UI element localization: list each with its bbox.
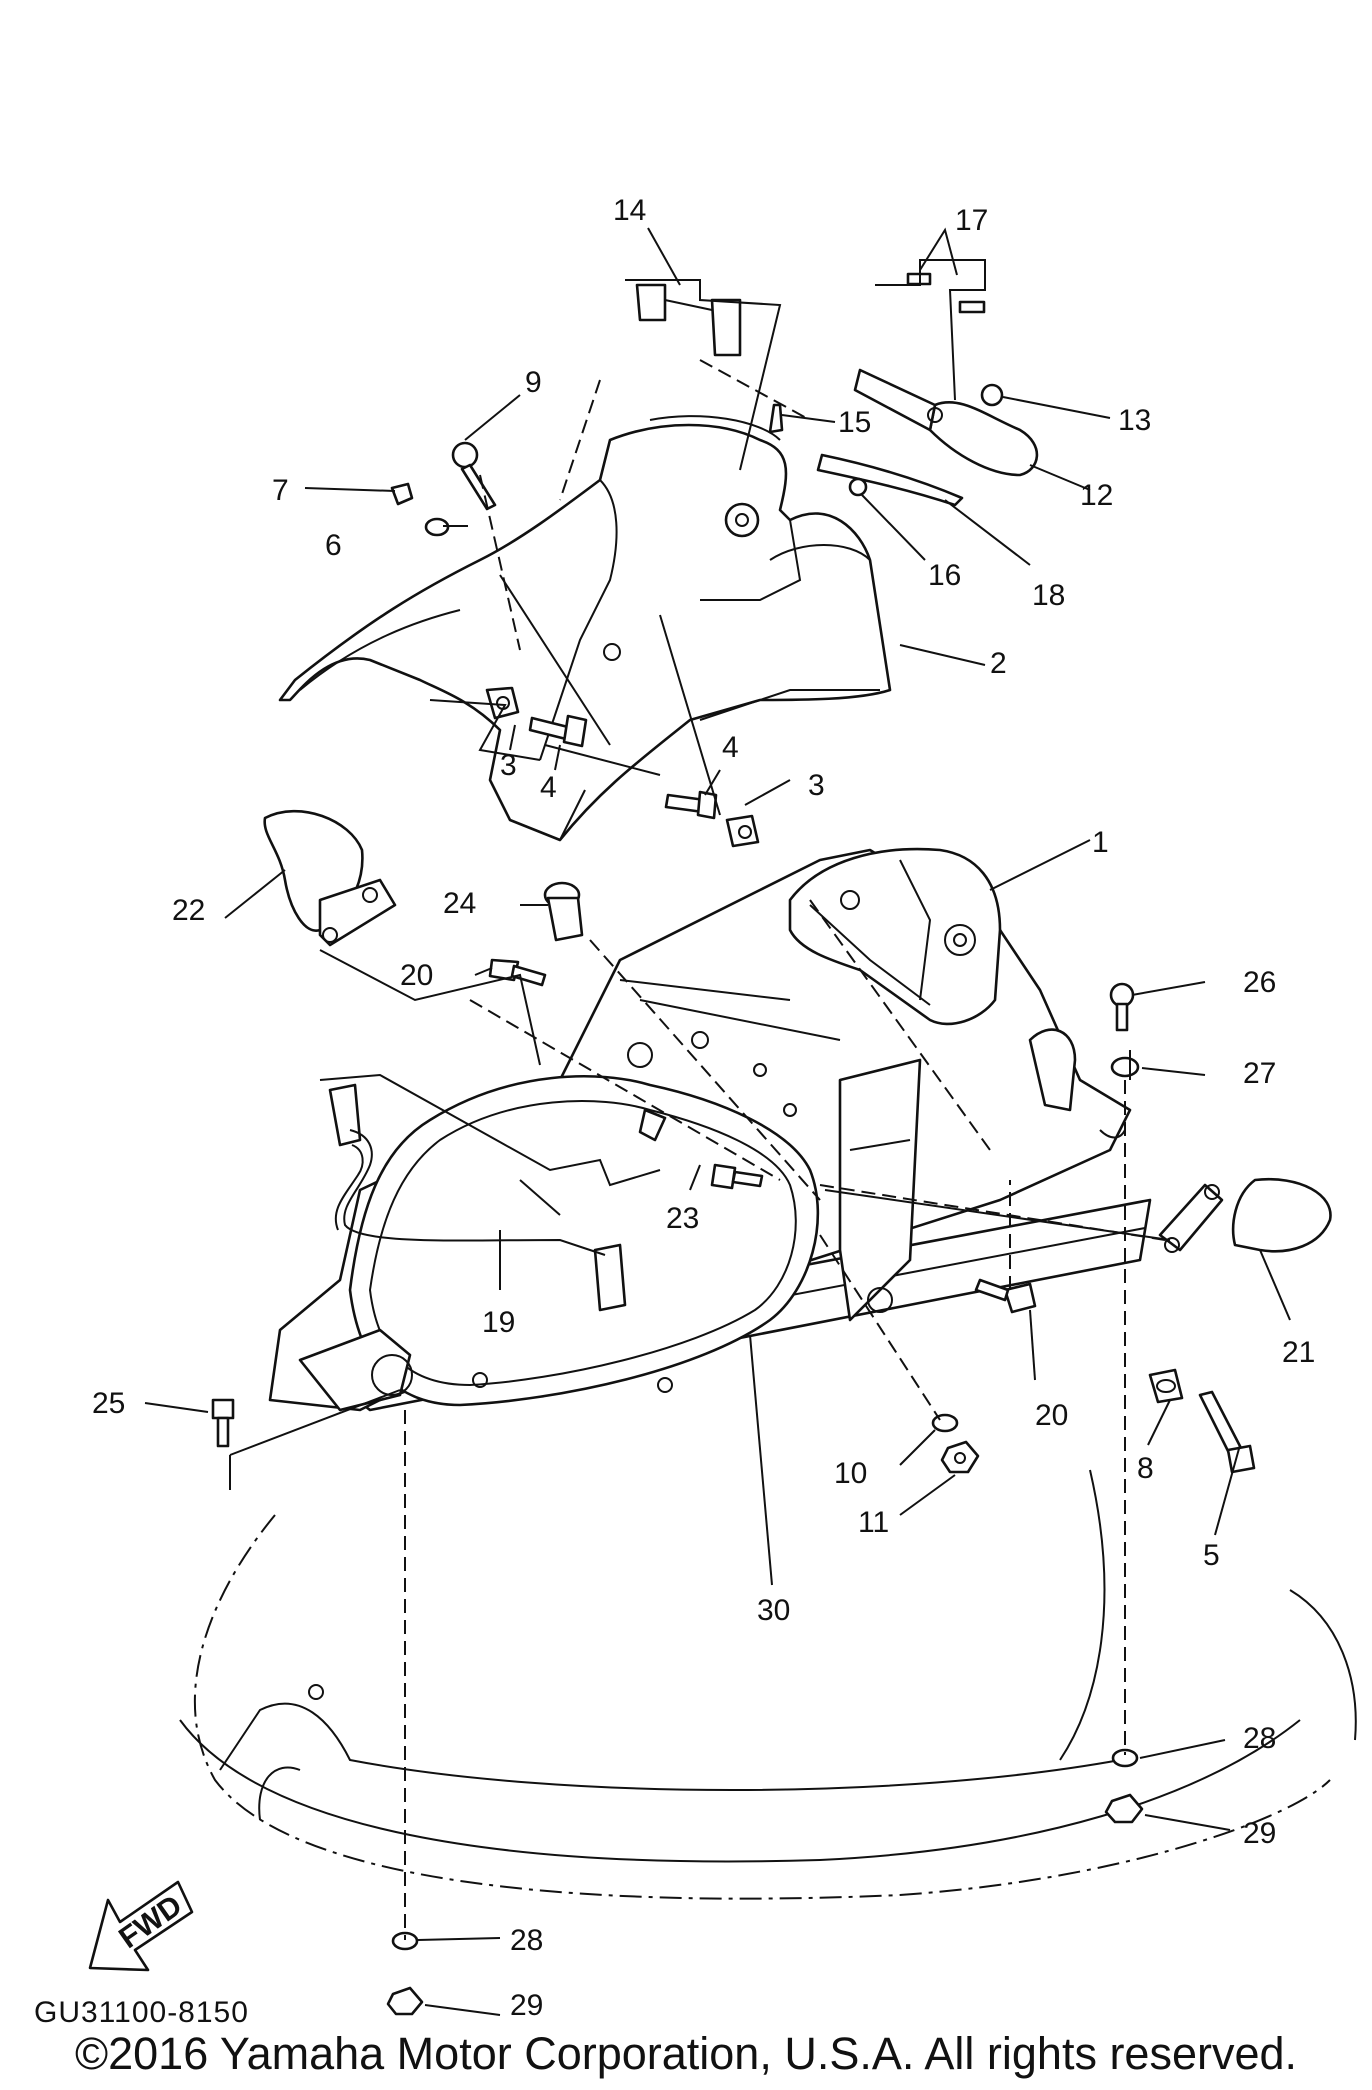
hull-outline: [179, 1469, 1357, 1900]
callout-12: 12: [1080, 479, 1113, 512]
exploded-parts-diagram: FWD 1 2 3 3 4 4 5 6 7 8 9 10 11 12 13 14…: [88, 194, 1357, 2022]
copyright-notice: ©2016 Yamaha Motor Corporation, U.S.A. A…: [74, 2028, 1298, 2079]
callout-4a: 4: [540, 771, 557, 804]
part-11-nut: [940, 1440, 980, 1474]
part-1-deck: [268, 847, 1132, 1412]
leader-lines: [144, 227, 1291, 2016]
callout-24: 24: [443, 887, 476, 920]
part-29-nut-left: [386, 1986, 424, 2016]
callout-28b: 28: [1243, 1722, 1276, 1755]
callout-3b: 3: [808, 769, 825, 802]
part-20-bolt-upper: [488, 958, 547, 987]
part-22-mirror: [263, 809, 397, 947]
part-19-grab-bar: [328, 1083, 627, 1312]
callout-29a: 29: [510, 1989, 543, 2022]
part-8-grommet: [1148, 1368, 1184, 1404]
part-24-plug: [543, 881, 584, 942]
callout-9: 9: [525, 366, 542, 399]
part-10-washer: [931, 1413, 959, 1433]
callout-26: 26: [1243, 966, 1276, 999]
callout-labels: 1 2 3 3 4 4 5 6 7 8 9 10 11 12 13 14 15 …: [92, 194, 1315, 2022]
callout-1: 1: [1092, 826, 1109, 859]
callout-10: 10: [834, 1457, 867, 1490]
part-28-washer-left: [391, 1931, 419, 1951]
part-3-clip-right: [725, 814, 760, 848]
assembly-lines: [229, 259, 1171, 1940]
part-25-bolt: [211, 1398, 235, 1448]
callout-20b: 20: [1035, 1399, 1068, 1432]
diagram-code: GU31100-8150: [34, 1996, 249, 2029]
part-2-hood: [278, 415, 892, 842]
callout-5: 5: [1203, 1539, 1220, 1572]
fwd-arrow-icon: FWD: [88, 1880, 194, 1972]
part-18-strip: [816, 453, 964, 507]
part-23-bolts: [638, 1108, 764, 1190]
part-27-washer: [1110, 1056, 1140, 1078]
callout-14: 14: [613, 194, 646, 227]
part-26-bolt: [1109, 982, 1135, 1032]
part-20-bolt-lower: [974, 1278, 1037, 1314]
callout-16: 16: [928, 559, 961, 592]
part-29-nut-right: [1104, 1793, 1144, 1824]
callout-15: 15: [838, 406, 871, 439]
part-21-mirror: [1158, 1177, 1332, 1253]
callout-17: 17: [955, 204, 988, 237]
callout-2: 2: [990, 647, 1007, 680]
part-9-bolt: [451, 441, 497, 511]
callout-7: 7: [272, 474, 289, 507]
part-13-fastener: [980, 383, 1004, 407]
callout-20a: 20: [400, 959, 433, 992]
callout-23: 23: [666, 1202, 699, 1235]
callout-19: 19: [482, 1306, 515, 1339]
callout-6: 6: [325, 529, 342, 562]
callout-4b: 4: [722, 731, 739, 764]
part-5-bolt: [1198, 1390, 1256, 1474]
part-12-mirror: [853, 368, 1039, 477]
callout-22: 22: [172, 894, 205, 927]
callout-21: 21: [1282, 1336, 1315, 1369]
part-7-nut: [390, 482, 414, 506]
part-14-bracket: [635, 283, 742, 357]
callout-28a: 28: [510, 1924, 543, 1957]
callout-8: 8: [1137, 1452, 1154, 1485]
part-15-pin: [768, 403, 784, 434]
callout-29b: 29: [1243, 1817, 1276, 1850]
callout-11: 11: [858, 1506, 889, 1539]
part-16-rivet: [848, 477, 868, 497]
callout-27: 27: [1243, 1057, 1276, 1090]
callout-3a: 3: [500, 749, 517, 782]
part-4-screw-left: [528, 714, 588, 748]
callout-13: 13: [1118, 404, 1151, 437]
callout-25: 25: [92, 1387, 125, 1420]
callout-18: 18: [1032, 579, 1065, 612]
callout-30: 30: [757, 1594, 790, 1627]
part-28-washer-right: [1111, 1748, 1139, 1768]
part-4-screw-right: [664, 790, 718, 820]
